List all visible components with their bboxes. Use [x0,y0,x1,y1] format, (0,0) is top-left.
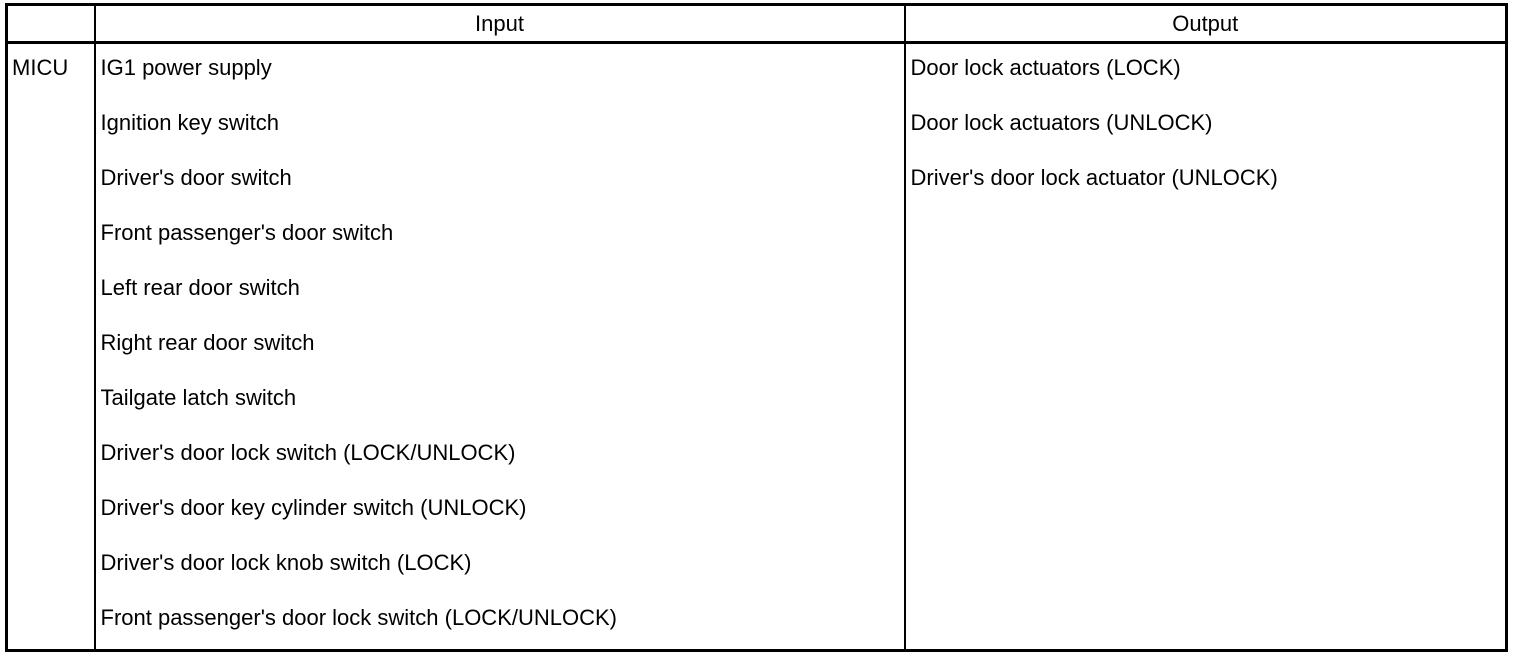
list-item: Door lock actuators (LOCK) [910,55,1181,80]
column-header-module [6,4,96,44]
list-item: Right rear door switch [100,330,315,355]
cell-input: IG1 power supply Ignition key switch Dri… [94,42,906,651]
input-item-list: IG1 power supply Ignition key switch Dri… [101,44,904,649]
table-header: Input Output [6,4,1507,44]
list-item: Left rear door switch [100,275,300,300]
module-label-micu: MICU [12,55,69,80]
list-item: Driver's door lock knob switch (LOCK) [100,550,472,575]
list-item: Tailgate latch switch [100,385,297,410]
list-item: Front passenger's door switch [100,220,394,245]
table-row: MICU IG1 power supply Ignition key switc… [6,42,1507,651]
column-header-output: Output [904,4,1507,44]
cell-output: Door lock actuators (LOCK) Door lock act… [904,42,1507,651]
output-item-list: Door lock actuators (LOCK) Door lock act… [911,44,1506,209]
list-item: Driver's door lock actuator (UNLOCK) [910,165,1278,190]
input-output-table: Input Output MICU IG1 power supply Ignit… [5,3,1508,652]
table-body: MICU IG1 power supply Ignition key switc… [6,42,1507,651]
list-item: Driver's door key cylinder switch (UNLOC… [100,495,527,520]
list-item: Ignition key switch [100,110,280,135]
list-item: Front passenger's door lock switch (LOCK… [100,605,617,630]
header-row: Input Output [6,4,1507,44]
cell-module: MICU [6,42,96,651]
list-item: Driver's door switch [100,165,292,190]
list-item: Driver's door lock switch (LOCK/UNLOCK) [100,440,516,465]
list-item: Door lock actuators (UNLOCK) [910,110,1213,135]
page-root: Input Output MICU IG1 power supply Ignit… [5,3,1508,652]
list-item: IG1 power supply [100,55,272,80]
column-header-input: Input [94,4,906,44]
